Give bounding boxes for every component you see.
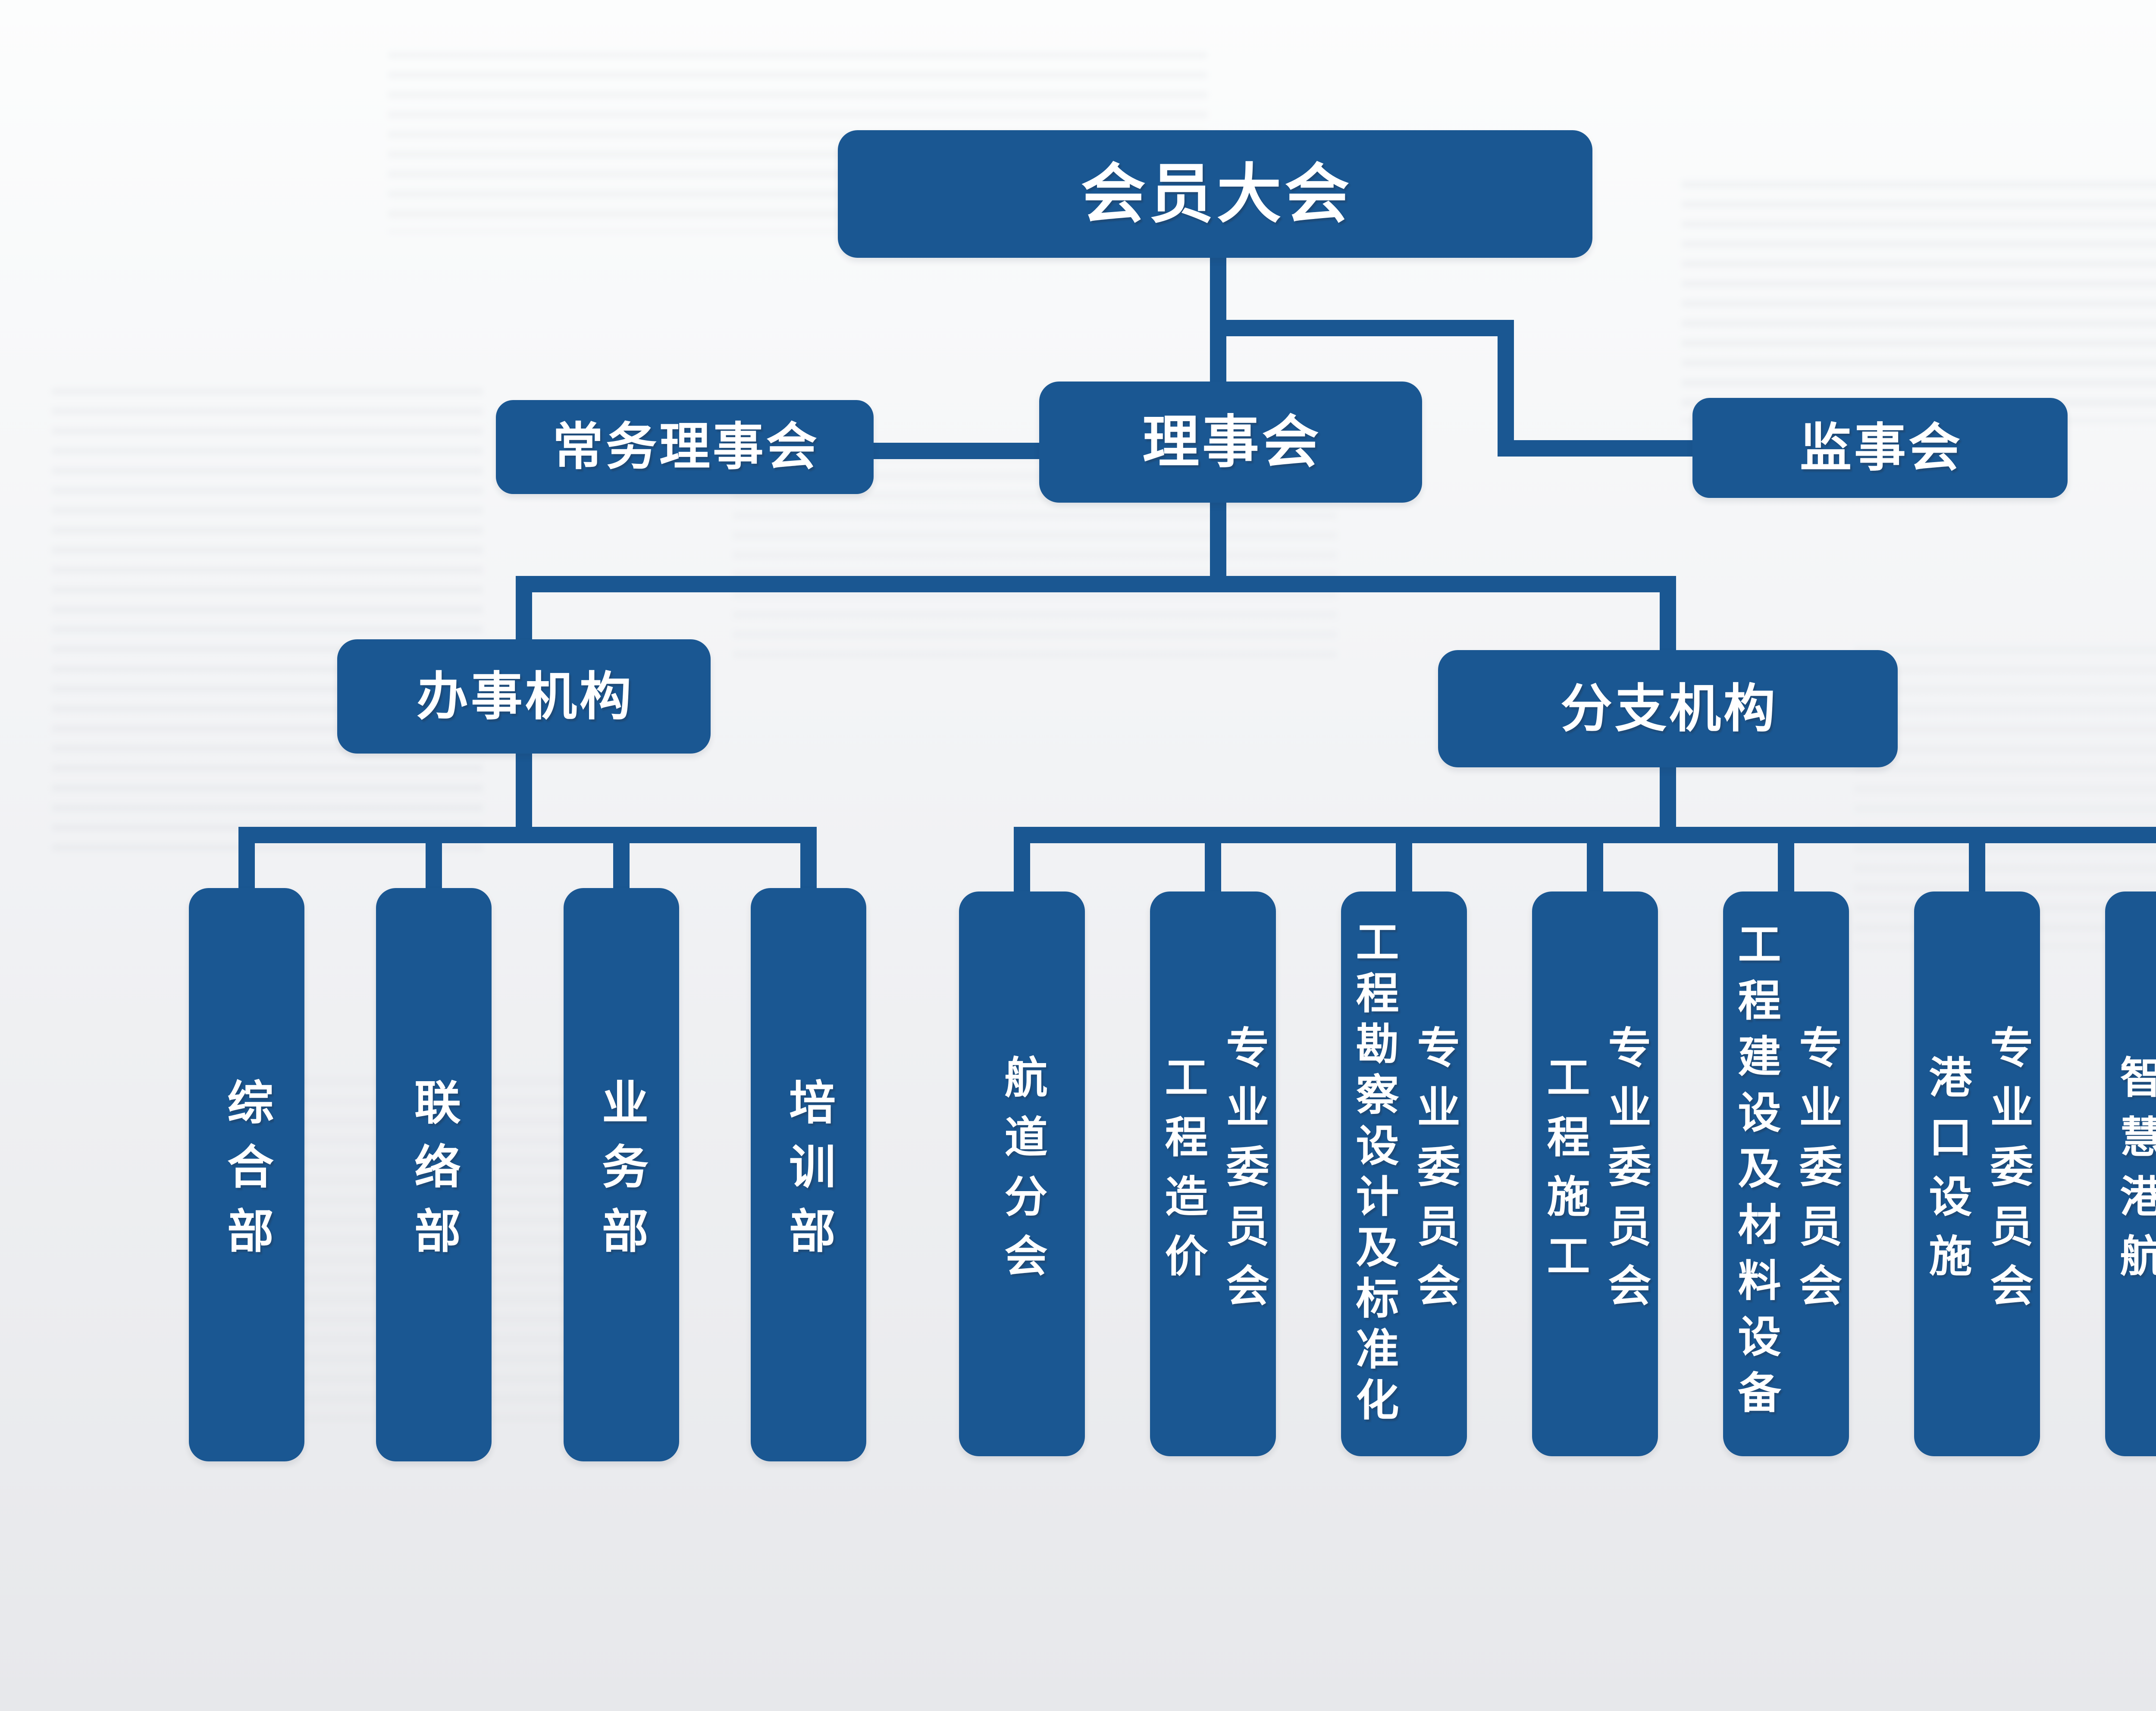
node-branch-engineering-cost-suffix: 专业委员会: [1219, 1025, 1268, 1323]
connector-office-stem: [516, 754, 532, 827]
node-branch-materials-equipment-name: 工程建设及材料设备: [1731, 922, 1780, 1426]
node-branch-org: 分支机构: [1438, 650, 1898, 767]
node-dept-liaison-label: 联络部: [408, 1078, 460, 1271]
node-dept-liaison: 联络部: [376, 888, 492, 1461]
node-standing-council-label: 常务理事会: [552, 419, 820, 475]
node-dept-general: 综合部: [189, 888, 304, 1461]
node-standing-council: 常务理事会: [496, 400, 874, 494]
node-branch-smart-port-name: 智慧港航: [2113, 1055, 2156, 1293]
connector-office-drop-4: [800, 843, 817, 888]
connector-branch-bar: [1014, 827, 2156, 843]
connector-office-drop-3: [613, 843, 630, 888]
connector-assembly-supervisory-h2: [1498, 440, 1692, 457]
node-branch-construction-suffix: 专业委员会: [1601, 1025, 1650, 1323]
connector-office-drop-2: [426, 843, 442, 888]
connector-office-drop-1: [238, 843, 255, 888]
node-council: 理事会: [1039, 382, 1422, 503]
node-member-assembly-label: 会员大会: [1081, 158, 1353, 230]
node-branch-survey-design-standardization-name: 工程勘察设计及标准化: [1349, 920, 1398, 1428]
node-branch-materials-equipment-suffix: 专业委员会: [1792, 1025, 1841, 1323]
node-dept-training-label: 培训部: [783, 1078, 835, 1271]
node-dept-business-label: 业务部: [595, 1078, 648, 1271]
node-supervisory-board-label: 监事会: [1800, 419, 1963, 477]
connector-council-down: [1210, 503, 1226, 576]
connector-office-bar: [238, 827, 817, 843]
node-dept-general-label: 综合部: [221, 1078, 273, 1271]
node-branch-survey-design-standardization-suffix: 专业委员会: [1410, 1025, 1459, 1323]
node-council-label: 理事会: [1142, 410, 1322, 474]
node-branch-construction: 工程施工 专业委员会: [1532, 891, 1658, 1456]
connector-drop-branch: [1660, 592, 1676, 650]
node-branch-waterway-name: 航道分会: [998, 1055, 1046, 1293]
connector-branch-drop-6: [1969, 843, 1985, 891]
node-office-org-label: 办事机构: [417, 667, 634, 726]
connector-branch-stem: [1660, 767, 1676, 827]
node-dept-business: 业务部: [564, 888, 679, 1461]
connector-main-bar: [516, 576, 1676, 592]
node-branch-port-facilities-name: 港口设施: [1922, 1055, 1971, 1293]
node-member-assembly: 会员大会: [838, 130, 1592, 258]
connector-assembly-supervisory-h1: [1210, 320, 1514, 336]
node-branch-construction-name: 工程施工: [1540, 1055, 1589, 1293]
connector-assembly-supervisory-v: [1498, 320, 1514, 457]
node-supervisory-board: 监事会: [1692, 398, 2068, 498]
connector-branch-drop-1: [1014, 843, 1030, 891]
connector-branch-drop-3: [1396, 843, 1412, 891]
connector-standing-council-h: [874, 443, 1039, 459]
node-branch-engineering-cost-name: 工程造价: [1158, 1055, 1206, 1293]
connector-branch-drop-2: [1205, 843, 1221, 891]
connector-drop-office: [516, 592, 532, 639]
connector-branch-drop-4: [1587, 843, 1603, 891]
node-branch-org-label: 分支机构: [1561, 680, 1778, 738]
node-branch-survey-design-standardization: 工程勘察设计及标准化 专业委员会: [1341, 891, 1467, 1456]
node-branch-waterway: 航道分会: [959, 891, 1085, 1456]
node-office-org: 办事机构: [337, 639, 711, 754]
node-branch-port-facilities: 港口设施 专业委员会: [1914, 891, 2040, 1456]
node-dept-training: 培训部: [751, 888, 866, 1461]
node-branch-port-facilities-suffix: 专业委员会: [1984, 1025, 2032, 1323]
connector-branch-drop-5: [1778, 843, 1794, 891]
node-branch-engineering-cost: 工程造价 专业委员会: [1150, 891, 1276, 1456]
node-branch-smart-port: 智慧港航 专业委员会: [2105, 891, 2156, 1456]
node-branch-materials-equipment: 工程建设及材料设备 专业委员会: [1723, 891, 1849, 1456]
